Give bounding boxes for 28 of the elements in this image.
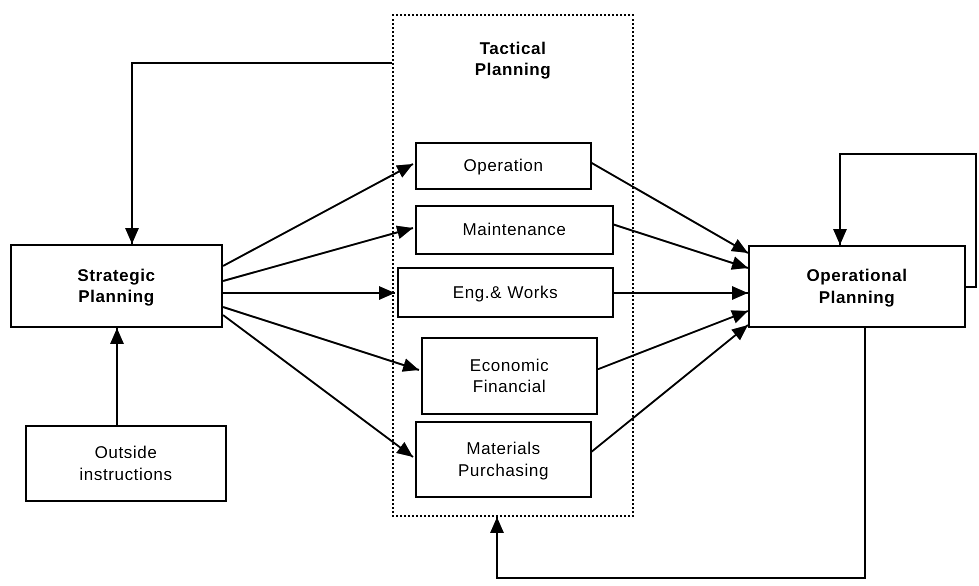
- box-label: Operation: [463, 155, 544, 177]
- group-heading: Tactical Planning: [474, 38, 552, 80]
- box-label: Eng.& Works: [452, 282, 558, 304]
- box-label: Operational Planning: [806, 265, 908, 308]
- dotted-group-box: [392, 14, 634, 517]
- arrow: [223, 286, 395, 300]
- arrow: [490, 328, 866, 579]
- arrow: [125, 62, 392, 244]
- arrow: [612, 286, 748, 300]
- box-label: Strategic Planning: [77, 264, 156, 308]
- arrow: [222, 163, 414, 267]
- process-box: [397, 267, 614, 318]
- process-box: [421, 337, 598, 415]
- arrow: [833, 153, 977, 288]
- process-box: [415, 142, 592, 190]
- process-box: [10, 244, 223, 328]
- process-box: [415, 205, 614, 255]
- process-box: [415, 421, 592, 498]
- process-box: [748, 245, 966, 328]
- box-label: Outside instructions: [79, 442, 173, 485]
- box-label: Materials Purchasing: [458, 438, 550, 481]
- arrow: [110, 328, 124, 425]
- arrow: [222, 306, 420, 372]
- box-label: Maintenance: [462, 219, 566, 241]
- process-box: [25, 425, 227, 502]
- arrow: [222, 314, 414, 458]
- arrow: [222, 226, 414, 282]
- box-label: Economic Financial: [470, 354, 550, 398]
